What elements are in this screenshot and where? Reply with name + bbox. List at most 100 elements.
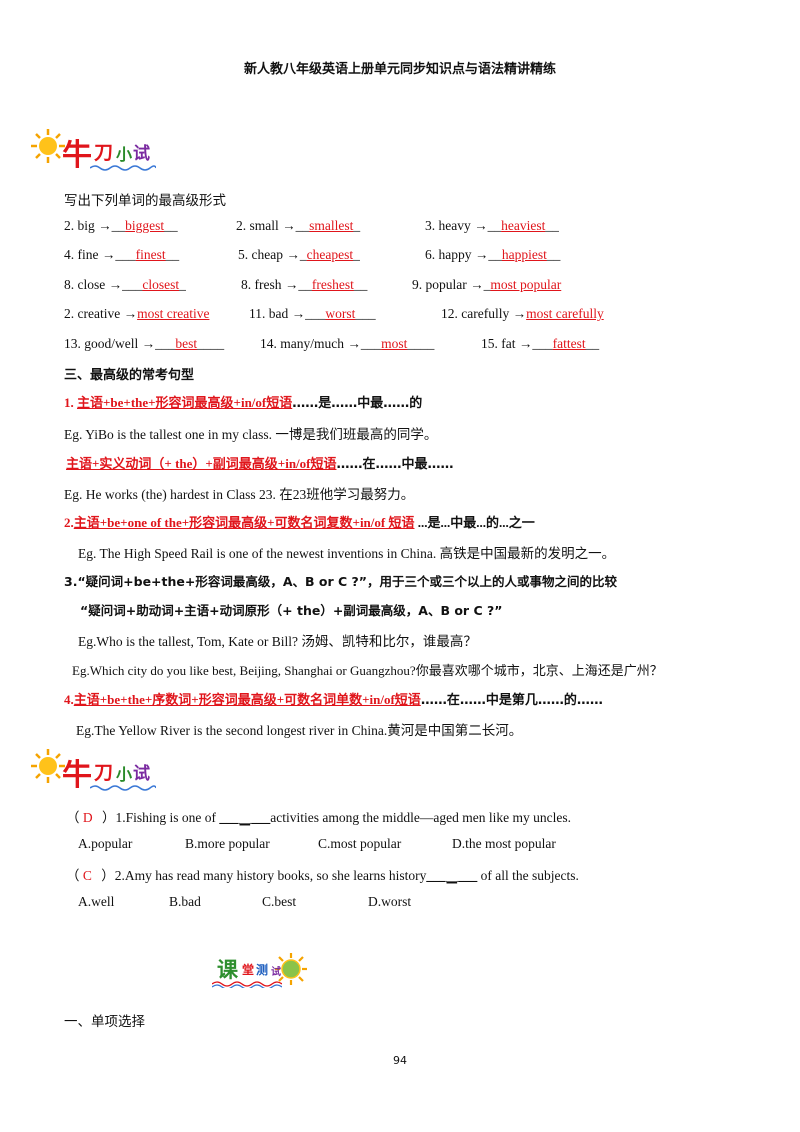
- item-blank: __: [295, 218, 310, 233]
- section-heading-single-choice: 一、单项选择: [64, 1014, 145, 1030]
- quiz-question-1: （ D ）1.Fishing is one of ___▁___activiti…: [66, 806, 571, 826]
- example-6: Eg.The Yellow River is the second longes…: [76, 723, 523, 738]
- example-5: Eg.Which city do you like best, Beijing,…: [72, 663, 663, 678]
- wave-decoration-icon: [90, 785, 156, 791]
- superlative-item: 12. carefully →most carefully: [441, 306, 604, 322]
- section-heading: 三、最高级的常考句型: [64, 368, 195, 383]
- item-answer: most carefully: [526, 306, 604, 321]
- item-prompt: 2. small →: [236, 218, 296, 233]
- quiz-option: C.best: [262, 894, 297, 909]
- item-blank: ____: [407, 336, 435, 351]
- item-prompt: 2. big →: [64, 218, 112, 233]
- quiz-blank: ___▁___: [426, 868, 478, 883]
- superlative-item: 6. happy →__happiest__: [425, 247, 560, 263]
- quiz-text: activities among the middle—aged men lik…: [270, 810, 571, 825]
- section-logo-1: 牛 刀 小 试: [30, 128, 160, 173]
- section-logo-2: 牛 刀 小 试: [30, 748, 160, 793]
- item-prompt: 8. fresh →: [241, 277, 299, 292]
- item-blank: ___: [305, 306, 326, 321]
- classroom-test-logo: 课 堂 测 试: [212, 950, 312, 992]
- superlative-item: 9. popular →_most popular: [412, 277, 561, 293]
- pattern-1-number: 1.: [64, 395, 77, 410]
- paren-close: ）: [101, 868, 115, 884]
- logo-char-tang: 堂: [242, 963, 255, 977]
- superlative-item: 14. many/much →___most____: [260, 336, 434, 352]
- wave-decoration-icon: [212, 981, 282, 988]
- superlative-item: 11. bad →___worst___: [249, 306, 376, 322]
- pattern-1b: 主语+实义动词（+ the）+副词最高级+in/of短语……在……中最……: [66, 453, 454, 472]
- example-4: Eg.Who is the tallest, Tom, Kate or Bill…: [78, 634, 477, 649]
- superlative-item: 2. big →__biggest__: [64, 218, 178, 234]
- item-prompt: 15. fat →: [481, 336, 533, 351]
- superlative-item: 15. fat →___fattest__: [481, 336, 599, 352]
- item-blank: ____: [197, 336, 225, 351]
- quiz-text: of all the subjects.: [477, 868, 579, 883]
- item-prompt: 12. carefully →: [441, 306, 527, 321]
- pattern-1: 1. 主语+be+the+形容词最高级+in/of短语……是……中最……的: [64, 392, 422, 411]
- paren-open: （: [66, 810, 80, 826]
- item-blank: ___: [122, 277, 143, 292]
- superlative-item: 8. close →___closest_: [64, 277, 186, 293]
- item-prompt: 9. popular →: [412, 277, 484, 292]
- quiz-text: 1.Fishing is one of: [115, 810, 220, 825]
- item-blank: __: [164, 218, 178, 233]
- sun-icon: [275, 953, 307, 985]
- item-blank: __: [487, 218, 502, 233]
- quiz-option: B.bad: [169, 894, 201, 909]
- pattern-2-number: 2.: [64, 515, 74, 530]
- item-blank: ___: [532, 336, 553, 351]
- quiz-option: C.most popular: [318, 836, 402, 851]
- item-prompt: 14. many/much →: [260, 336, 361, 351]
- quiz-answer-1: D: [82, 810, 93, 825]
- item-answer: fattest: [552, 336, 586, 351]
- sun-icon: [31, 129, 65, 163]
- superlative-item: 2. small →__smallest_: [236, 218, 360, 234]
- logo-char-shi: 试: [133, 764, 150, 784]
- item-blank: __: [488, 247, 502, 262]
- paren-close: ）: [102, 810, 116, 826]
- pattern-1-meaning: ……是……中最……的: [292, 396, 423, 411]
- item-blank: __: [545, 218, 559, 233]
- example-1: Eg. YiBo is the tallest one in my class.…: [64, 427, 438, 442]
- superlative-item: 8. fresh →__freshest__: [241, 277, 367, 293]
- quiz-option: B.more popular: [185, 836, 270, 851]
- pattern-1-formula: 主语+be+the+形容词最高级+in/of短语: [77, 395, 293, 410]
- pattern-2: 2.主语+be+one of the+形容词最高级+可数名词复数+in/of 短…: [64, 512, 535, 531]
- pattern-4-formula: 主语+be+the+序数词+形容词最高级+可数名词单数+in/of短语: [73, 692, 421, 707]
- pattern-3: 3.“疑问词+be+the+形容词最高级，A、B or C ?”，用于三个或三个…: [64, 574, 618, 589]
- page-number: 94: [393, 1054, 407, 1067]
- item-answer: worst: [325, 306, 356, 321]
- quiz-question-2: （ C ）2.Amy has read many history books, …: [66, 864, 579, 884]
- item-blank: __: [353, 277, 368, 292]
- item-blank: __: [585, 336, 600, 351]
- item-answer: smallest: [309, 218, 354, 233]
- quiz-option: A.well: [78, 894, 115, 909]
- item-answer: heaviest: [501, 218, 546, 233]
- logo-char-xiao: 小: [116, 765, 133, 784]
- example-3: Eg. The High Speed Rail is one of the ne…: [78, 546, 616, 561]
- logo-char-shi: 试: [271, 967, 281, 978]
- logo-char-shi: 试: [133, 144, 150, 164]
- item-blank: __: [165, 247, 180, 262]
- quiz-blank: ___▁___: [219, 810, 271, 825]
- logo-char-ke: 课: [217, 958, 238, 982]
- superlative-item: 2. creative →most creative: [64, 306, 209, 322]
- item-answer: most: [381, 336, 408, 351]
- pattern-2-formula: 主语+be+one of the+形容词最高级+可数名词复数+in/of 短语: [73, 515, 415, 530]
- page-header: 新人教八年级英语上册单元同步知识点与语法精讲精练: [243, 62, 556, 77]
- quiz-text: 2.Amy has read many history books, so sh…: [114, 868, 427, 883]
- pattern-1b-meaning: ……在……中最……: [336, 457, 454, 472]
- pattern-2-meaning: ...是...中最...的...之一: [414, 515, 535, 530]
- item-blank: ___: [355, 306, 376, 321]
- pattern-3b: “疑问词+助动词+主语+动词原形（+ the）+副词最高级，A、B or C ?…: [80, 603, 503, 618]
- quiz-option: A.popular: [78, 836, 133, 851]
- item-blank: ___: [115, 247, 136, 262]
- logo-char-niu: 牛: [62, 138, 92, 173]
- logo-char-ce: 测: [256, 963, 269, 977]
- pattern-4: 4.主语+be+the+序数词+形容词最高级+可数名词单数+in/of短语……在…: [64, 689, 603, 708]
- superlative-item: 5. cheap →_cheapest_: [238, 247, 360, 263]
- wave-decoration-icon: [90, 165, 156, 171]
- item-answer: most popular: [490, 277, 562, 292]
- example-2: Eg. He works (the) hardest in Class 23. …: [64, 487, 415, 502]
- item-blank: _: [353, 247, 360, 262]
